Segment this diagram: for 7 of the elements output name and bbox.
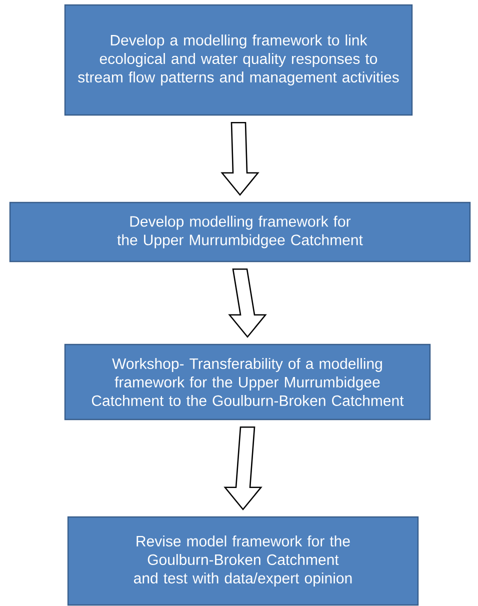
process-box: Develop modelling framework for the Upper Murrumbidgee Catchment [9, 202, 471, 262]
block-arrow [224, 426, 262, 510]
block-arrow [220, 122, 260, 196]
process-box: Develop a modelling framework to link ecological and water quality responses to stream flow patterns and management activities [64, 4, 413, 116]
process-box: Revise model framework for the Goulburn-Broken Catchment and test with data/expert opinion [67, 516, 419, 606]
process-box: Workshop- Transferability of a modelling framework for the Upper Murrumbidgee Catchment to the Goulburn-Broken Catchment [64, 344, 431, 420]
block-arrow [228, 268, 267, 338]
